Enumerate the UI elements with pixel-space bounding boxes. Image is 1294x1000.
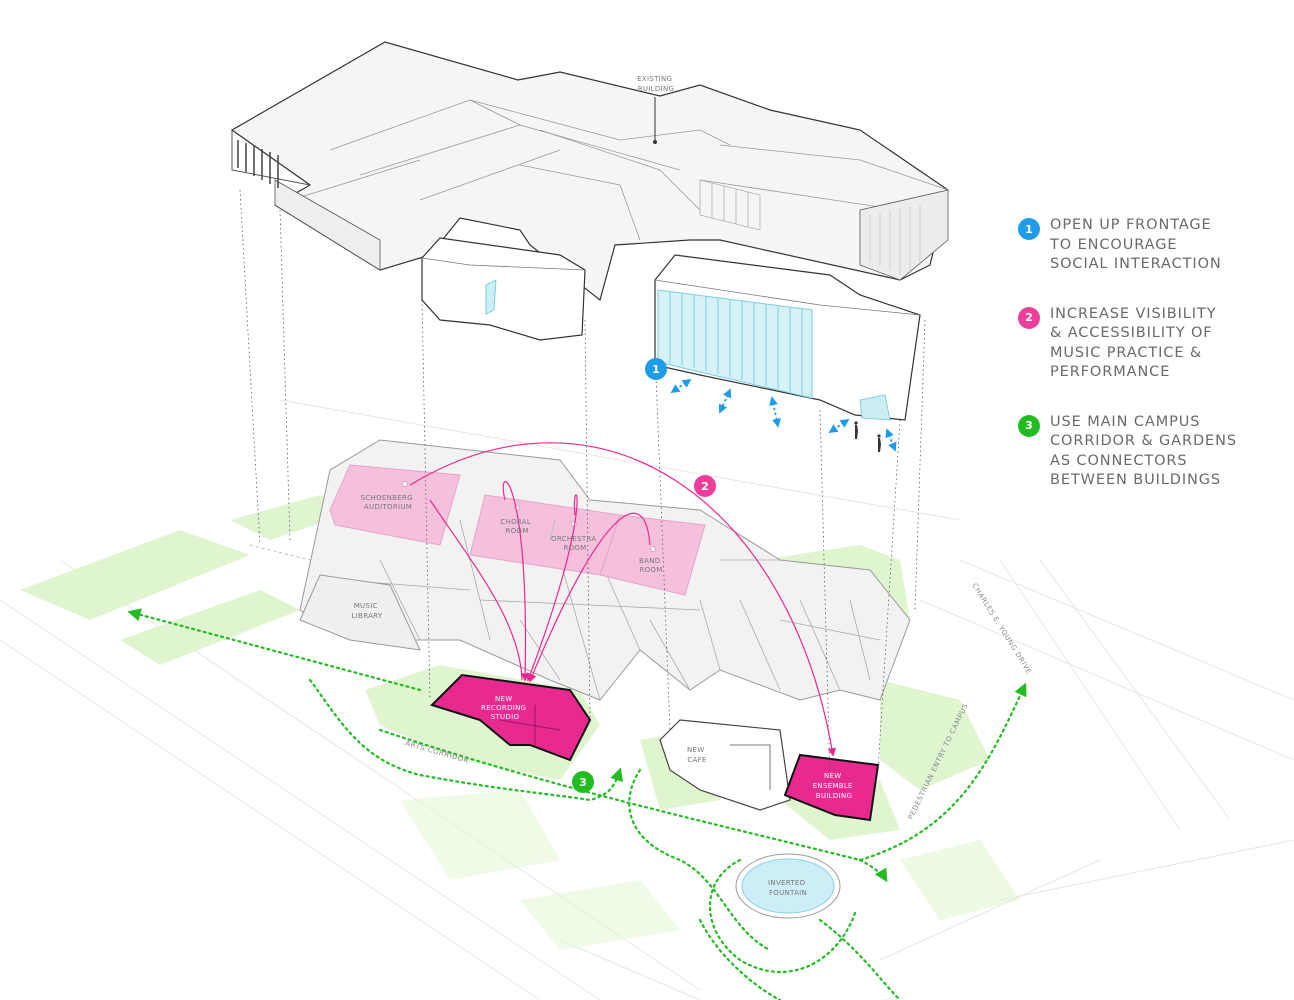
legend-text-3: USE MAIN CAMPUS CORRIDOR & GARDENS AS CO… [1050,413,1237,491]
new-ensemble-building [783,753,880,822]
schoenberg-auditorium [329,464,461,546]
blue-interaction-arrows [670,379,897,452]
roof-lines [274,99,949,241]
label-recording-studio: NEW RECORDING STUDIO [481,695,529,721]
fountain-water [741,858,835,914]
label-music-library: MUSIC LIBRARY [352,602,383,620]
left-wing-face [274,179,381,271]
legend-1-line-3: SOCIAL INTERACTION [1050,256,1222,272]
legend-1-line-1: OPEN UP FRONTAGE [1050,217,1212,233]
badge-2: 2 [694,475,716,497]
pink-connection-arcs [409,442,837,757]
left-colonnade-outline [231,130,311,186]
studio-volume-roofline [421,257,586,271]
legend-2-line-4: PERFORMANCE [1050,364,1171,380]
people-figures [854,421,881,452]
room-divider [549,519,556,541]
cafe-counter [730,744,771,790]
badge-3-number: 3 [579,776,587,789]
badge-1: 1 [645,358,667,380]
corner-glazing [859,394,891,421]
legend-2-line-3: MUSIC PRACTICE & [1050,344,1203,361]
legend-3-line-1: USE MAIN CAMPUS [1050,413,1201,430]
glass-frontage [657,289,813,399]
legend-item-2: 2 INCREASE VISIBILITY & ACCESSIBILITY OF… [1018,305,1278,383]
courtyard-windows [699,179,761,231]
legend: 1 OPEN UP FRONTAGE TO ENCOURAGE SOCIAL I… [1018,216,1278,521]
studio-volume-glazing [485,279,497,315]
label-existing-building: EXISTING BUILDING [637,75,675,93]
music-library [299,574,421,651]
label-orchestra-room: ORCHESTRA ROOM [551,535,599,552]
new-recording-studio [430,673,592,762]
label-new-cafe: NEW CAFE [687,746,707,764]
badge-1-number: 1 [652,363,660,376]
studio-walls [499,705,561,745]
existing-building-leader-dot [653,140,657,144]
site-plan [0,399,1294,1000]
legend-3-line-4: BETWEEN BUILDINGS [1050,472,1222,488]
badge-2-number: 2 [701,480,709,493]
existing-building-roof [230,41,949,302]
label-ensemble-building: NEW ENSEMBLE BUILDING [813,772,856,800]
legend-text-2: INCREASE VISIBILITY & ACCESSIBILITY OF M… [1050,305,1216,383]
legend-item-1: 1 OPEN UP FRONTAGE TO ENCOURAGE SOCIAL I… [1018,216,1278,275]
label-choral-room: CHORAL ROOM [500,518,533,535]
legend-3-line-2: CORRIDOR & GARDENS [1050,433,1237,449]
badge-3: 3 [572,771,594,793]
glass-fins [669,292,803,395]
right-wing-face [859,189,949,281]
ensemble-volume-roofline [654,279,921,316]
projection-lines [239,189,926,781]
label-schoenberg-auditorium: SCHOENBERG AUDITORIUM [361,494,416,511]
label-band-room: BAND ROOM [639,557,663,574]
green-circulation-paths [127,608,1027,1000]
legend-badge-2: 2 [1018,306,1040,329]
legend-badge-3: 3 [1018,414,1040,437]
recording-studio-volume [421,237,586,341]
legend-1-line-2: TO ENCOURAGE [1050,236,1178,253]
band-room [599,514,706,596]
left-colonnade [237,140,279,188]
legend-badge-1: 1 [1018,218,1040,240]
legend-2-line-1: INCREASE VISIBILITY [1050,305,1217,322]
new-cafe [659,719,791,811]
label-inverted-fountain: INVERTED FOUNTAIN [768,879,808,897]
dashed-ground-line [249,544,311,561]
legend-text-1: OPEN UP FRONTAGE TO ENCOURAGE SOCIAL INT… [1050,216,1222,275]
legend-item-3: 3 USE MAIN CAMPUS CORRIDOR & GARDENS AS … [1018,413,1278,491]
legend-2-line-2: & ACCESSIBILITY OF [1050,325,1213,341]
existing-building-axon [230,41,949,421]
legend-3-line-3: AS CONNECTORS [1050,452,1188,469]
right-wing-mullions [869,205,921,275]
